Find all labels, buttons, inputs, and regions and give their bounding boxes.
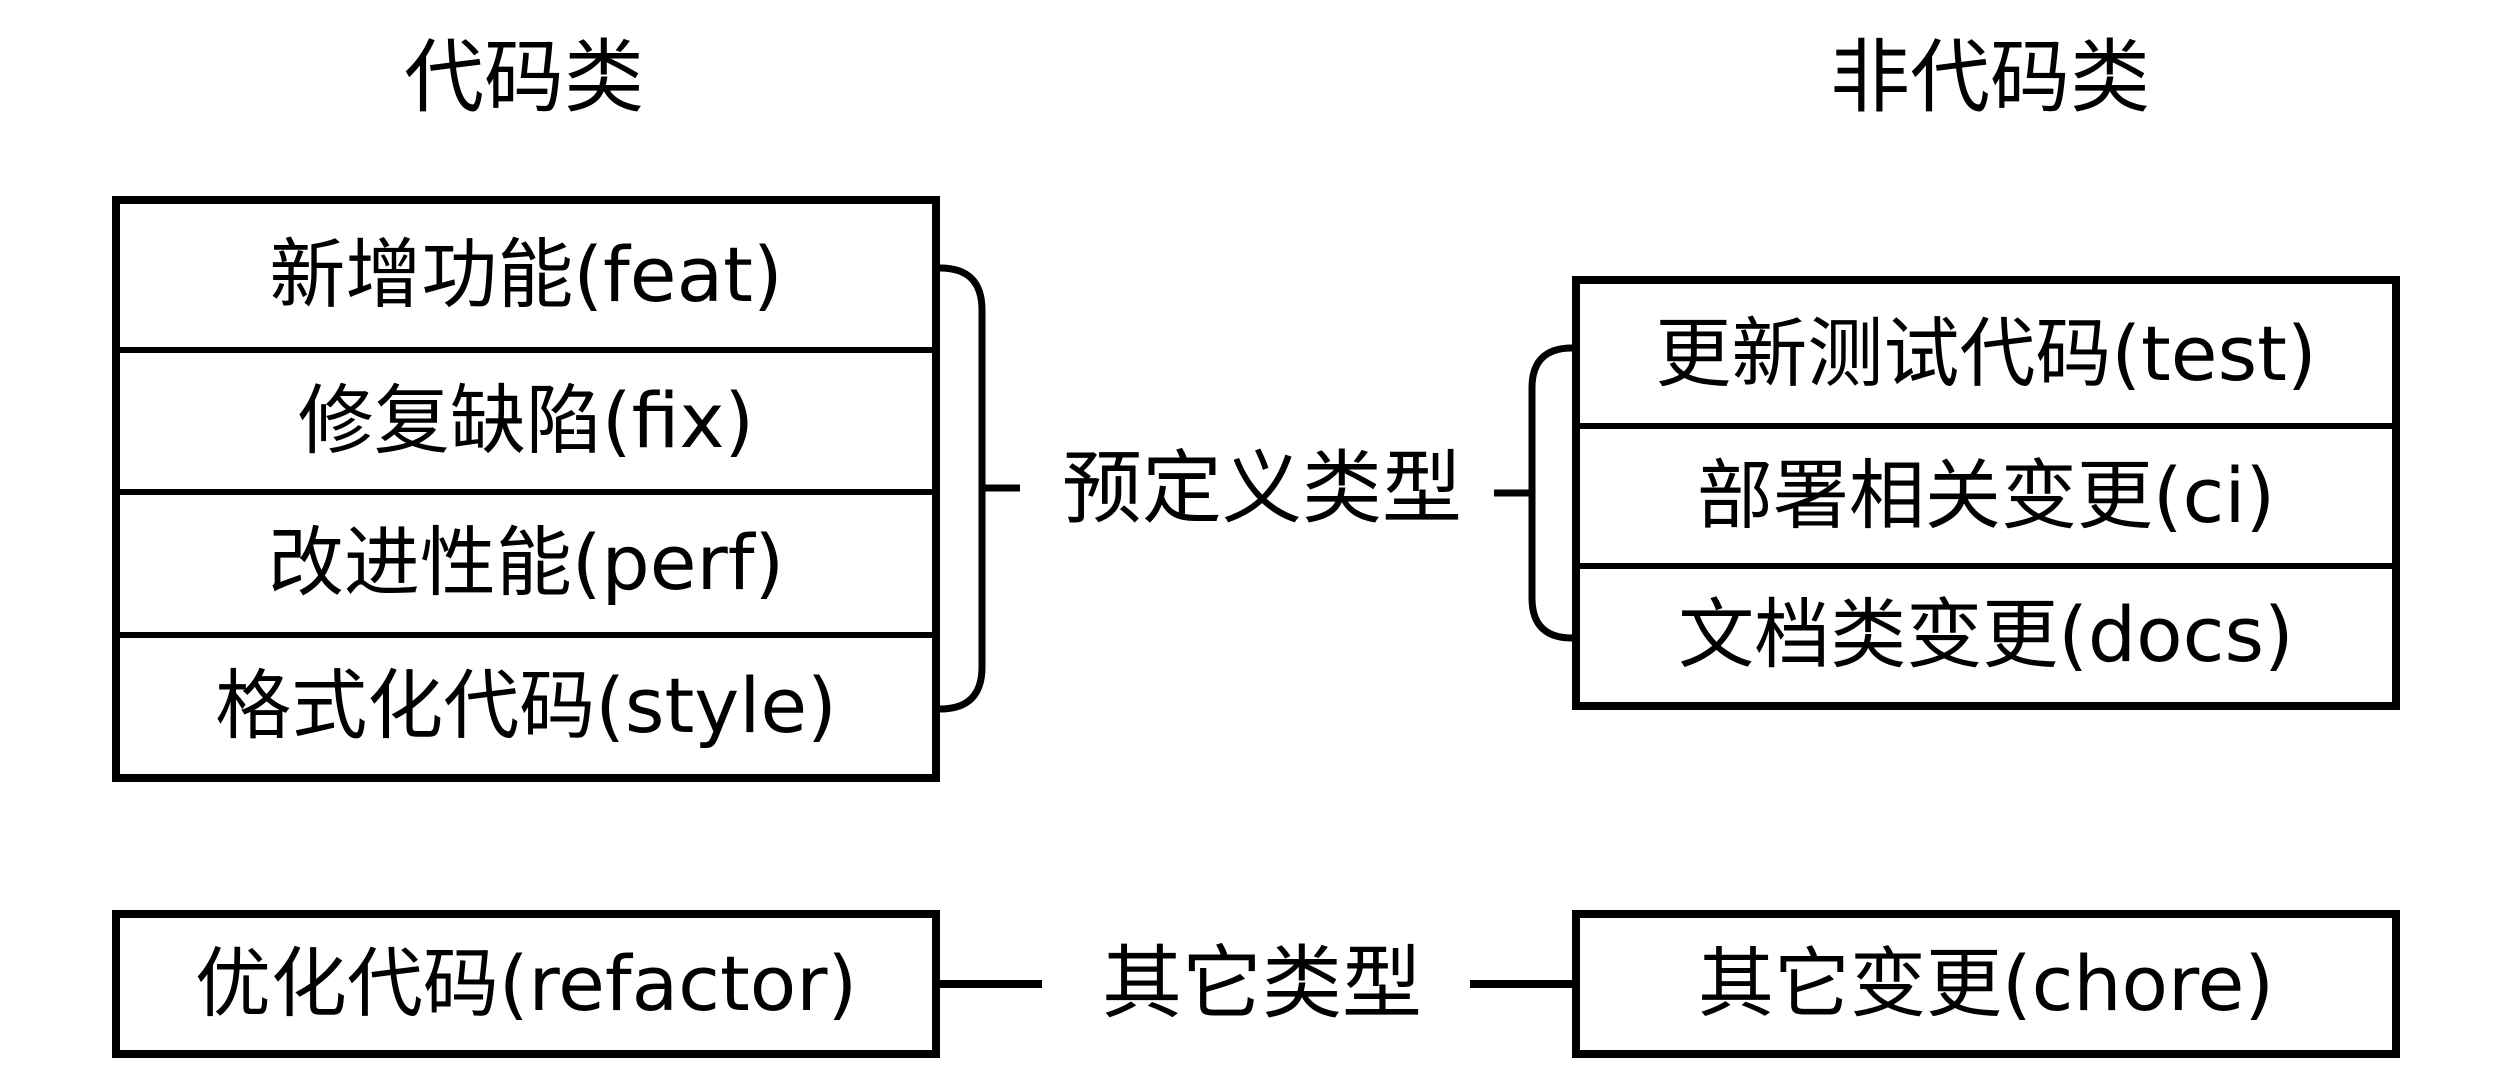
refactor-box: 优化代码(refactor) bbox=[112, 910, 940, 1058]
predefined-types-label: 预定义类型 bbox=[1062, 442, 1462, 535]
table-row-ci: 部署相关变更(ci) bbox=[1580, 423, 2392, 562]
right-group-brace-icon bbox=[1528, 344, 1573, 642]
code-class-header: 代码类 bbox=[404, 31, 644, 124]
table-row-feat: 新增功能(feat) bbox=[269, 230, 783, 320]
table-row-test: 更新测试代码(test) bbox=[1655, 308, 2317, 398]
chore-box: 其它变更(chore) bbox=[1572, 910, 2400, 1058]
non-code-class-header: 非代码类 bbox=[1830, 31, 2150, 124]
left-group-brace-icon bbox=[939, 264, 986, 713]
table-row-perf: 改进性能(perf) bbox=[120, 489, 932, 632]
non-code-types-table: 更新测试代码(test) 部署相关变更(ci) 文档类变更(docs) bbox=[1572, 276, 2400, 710]
code-types-table: 新增功能(feat) 修复缺陷(fix) 改进性能(perf) 格式化代码(st… bbox=[112, 196, 940, 782]
table-row-style: 格式化代码(style) bbox=[120, 631, 932, 775]
table-row-docs: 文档类变更(docs) bbox=[1580, 562, 2392, 702]
table-row-fix: 修复缺陷(fix) bbox=[120, 346, 932, 490]
other-types-label: 其它类型 bbox=[1102, 937, 1422, 1030]
